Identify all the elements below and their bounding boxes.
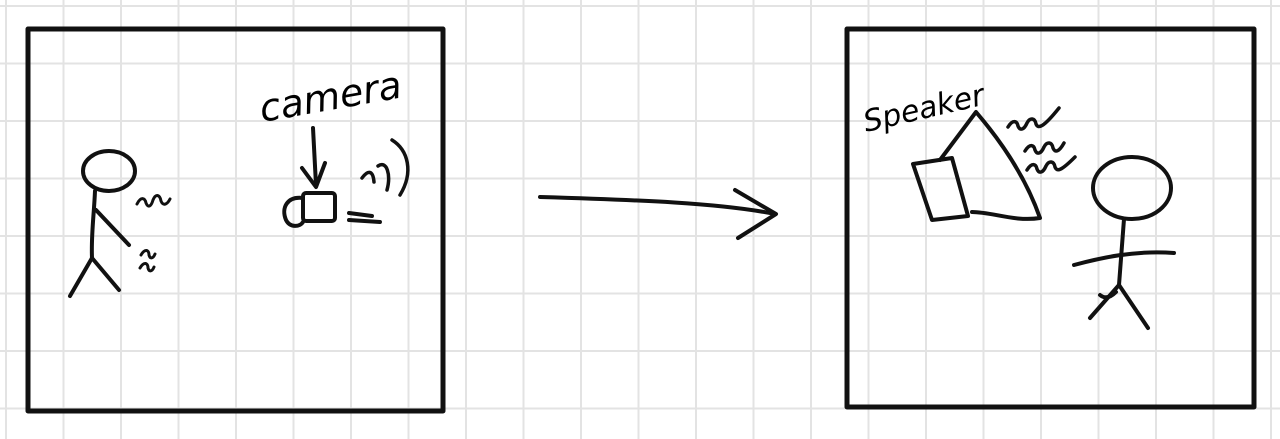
speaker-sound-waves <box>1006 106 1077 174</box>
camera-icon <box>282 191 382 228</box>
camera-label: camera <box>256 63 405 131</box>
camera-pointer-arrow <box>300 126 327 189</box>
sound-marks <box>135 194 172 273</box>
stick-figure-listening <box>1072 155 1176 330</box>
transition-arrow <box>538 188 778 240</box>
speaker-label: Speaker <box>860 78 989 140</box>
left-frame <box>25 26 446 414</box>
speaker-icon <box>911 110 1042 222</box>
camera-signal-waves <box>360 138 410 197</box>
stick-figure-speaking <box>68 149 137 298</box>
right-frame <box>844 26 1257 410</box>
